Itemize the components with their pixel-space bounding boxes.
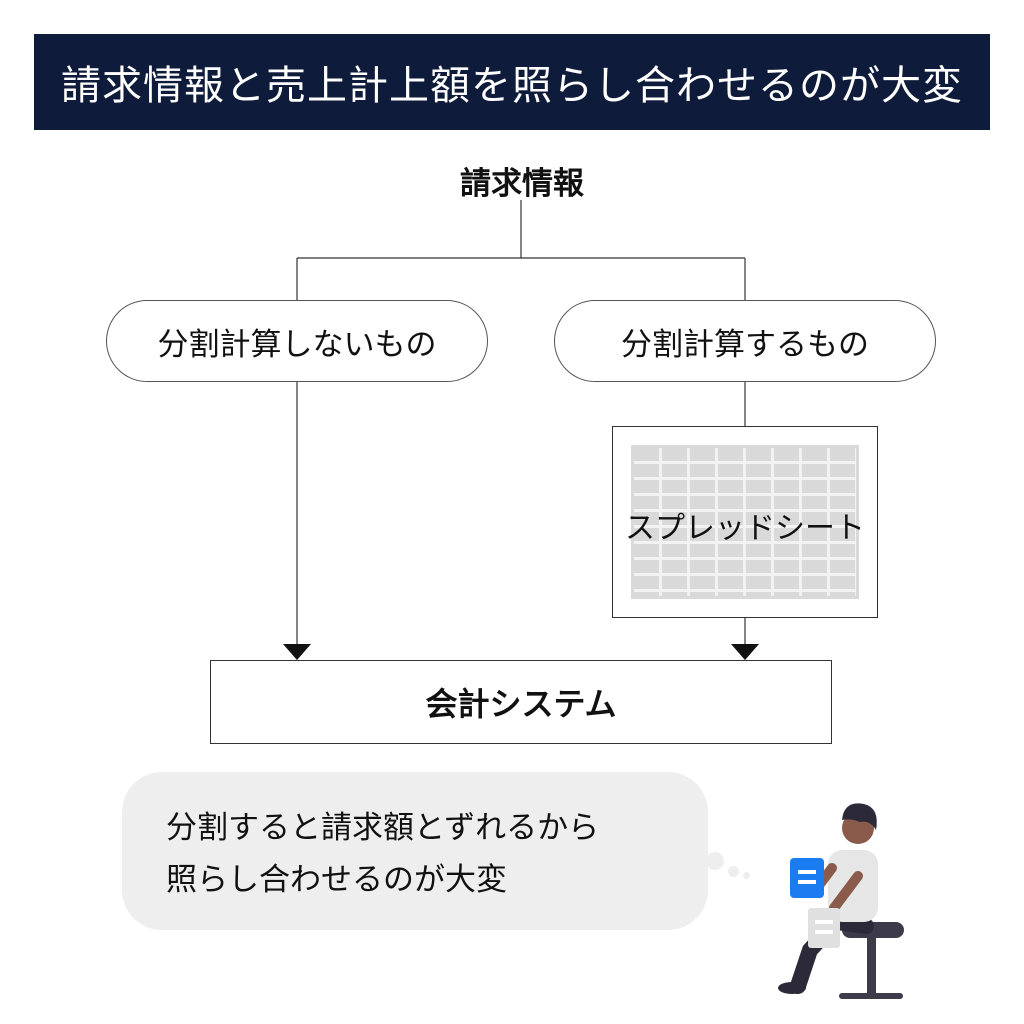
title-banner: 請求情報と売上計上額を照らし合わせるのが大変 (34, 34, 990, 130)
spreadsheet-node: スプレッドシート (612, 426, 878, 618)
right-arrowhead (731, 644, 759, 660)
banner-title: 請求情報と売上計上額を照らし合わせるのが大変 (61, 63, 963, 109)
root-node-billing-info: 請求情報 (460, 166, 584, 202)
thought-dot-medium (728, 866, 739, 877)
blue-document-icon (790, 858, 824, 898)
branch-no-split: 分割計算しないもの (106, 300, 488, 382)
spreadsheet-grid-icon (631, 445, 859, 599)
thought-dot-large (706, 852, 724, 870)
accounting-system-node: 会計システム (210, 660, 832, 744)
branch-split: 分割計算するもの (554, 300, 936, 382)
spreadsheet-label: スプレッドシート (625, 511, 865, 546)
speech-line-2: 照らし合わせるのが大変 (166, 862, 507, 898)
thought-dot-small (743, 872, 750, 879)
person-reading-icon (778, 803, 904, 999)
grey-document-icon (808, 908, 840, 948)
speech-line-1: 分割すると請求額とずれるから (166, 810, 600, 846)
speech-bubble: 分割すると請求額とずれるから 照らし合わせるのが大変 (122, 772, 708, 930)
left-arrowhead (283, 644, 311, 660)
